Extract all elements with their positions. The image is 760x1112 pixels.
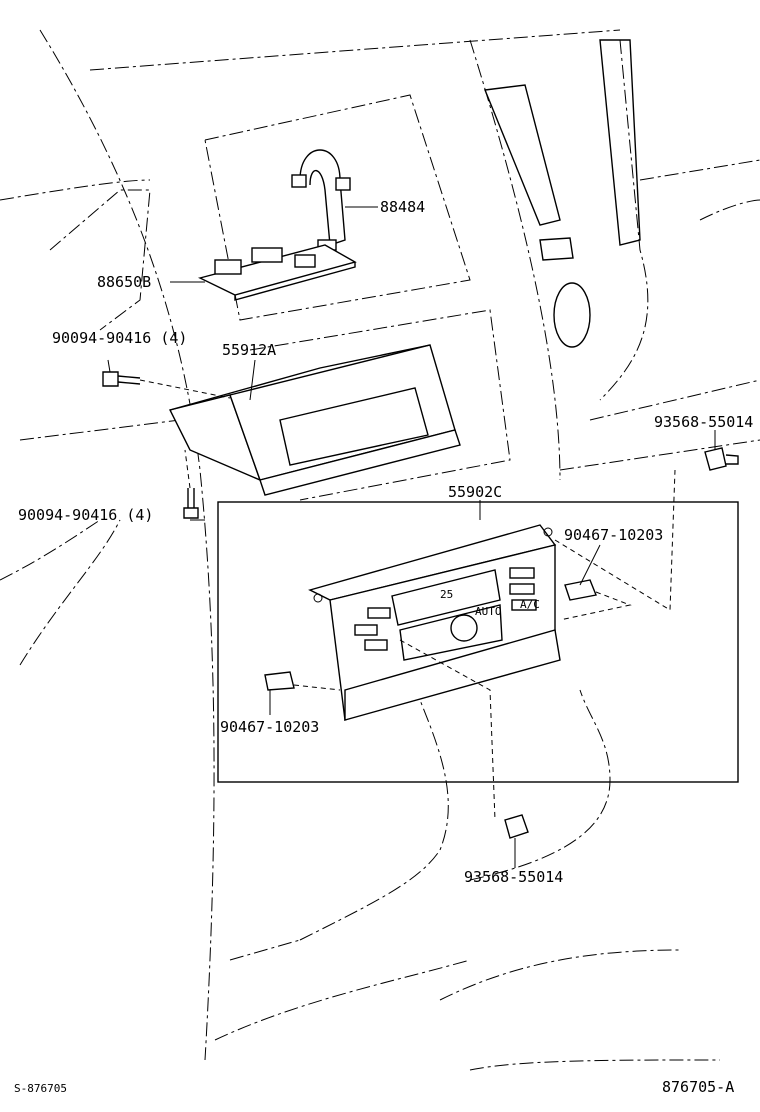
display-recess	[204, 94, 471, 321]
leader-dash	[559, 591, 632, 621]
screw-top	[102, 371, 141, 387]
clip-left	[264, 671, 295, 691]
vent-openings	[484, 39, 641, 348]
panel-temp-label: 25	[440, 588, 453, 601]
label-bolt-right: 93568-55014	[654, 413, 753, 431]
label-55902C: 55902C	[448, 483, 502, 501]
label-clip-left: 90467-10203	[220, 718, 319, 736]
label-bolt-bottom: 93568-55014	[464, 868, 563, 886]
label-screw-left: 90094-90416 (4)	[18, 506, 153, 524]
display-unit-55912A	[168, 344, 461, 496]
label-screw-top: 90094-90416 (4)	[52, 329, 187, 347]
leader-lines	[107, 206, 716, 868]
leader-dash	[554, 469, 676, 611]
leader-dash	[293, 684, 341, 691]
dashboard-outline	[0, 29, 760, 1071]
leader-dash	[184, 449, 191, 489]
assembly-frame	[217, 501, 739, 783]
screw-left	[183, 488, 199, 519]
unit-recess	[249, 309, 511, 501]
cable-88484	[291, 149, 351, 251]
board-88650B	[197, 244, 357, 301]
label-55912A: 55912A	[222, 341, 276, 359]
bolt-bottom	[504, 814, 529, 839]
footer-left-code: S-876705	[14, 1082, 67, 1095]
control-panel-55902C: A/C AUTO 25	[308, 524, 561, 721]
bolt-right	[704, 447, 739, 471]
footer-right-code: 876705-A	[662, 1078, 734, 1096]
panel-auto-label: AUTO	[475, 605, 502, 618]
label-clip-right: 90467-10203	[564, 526, 663, 544]
label-88650B: 88650B	[97, 273, 151, 291]
leader-dash	[399, 639, 496, 821]
label-88484: 88484	[380, 198, 425, 216]
leader-dash	[139, 379, 231, 399]
panel-ac-label: A/C	[520, 598, 540, 611]
